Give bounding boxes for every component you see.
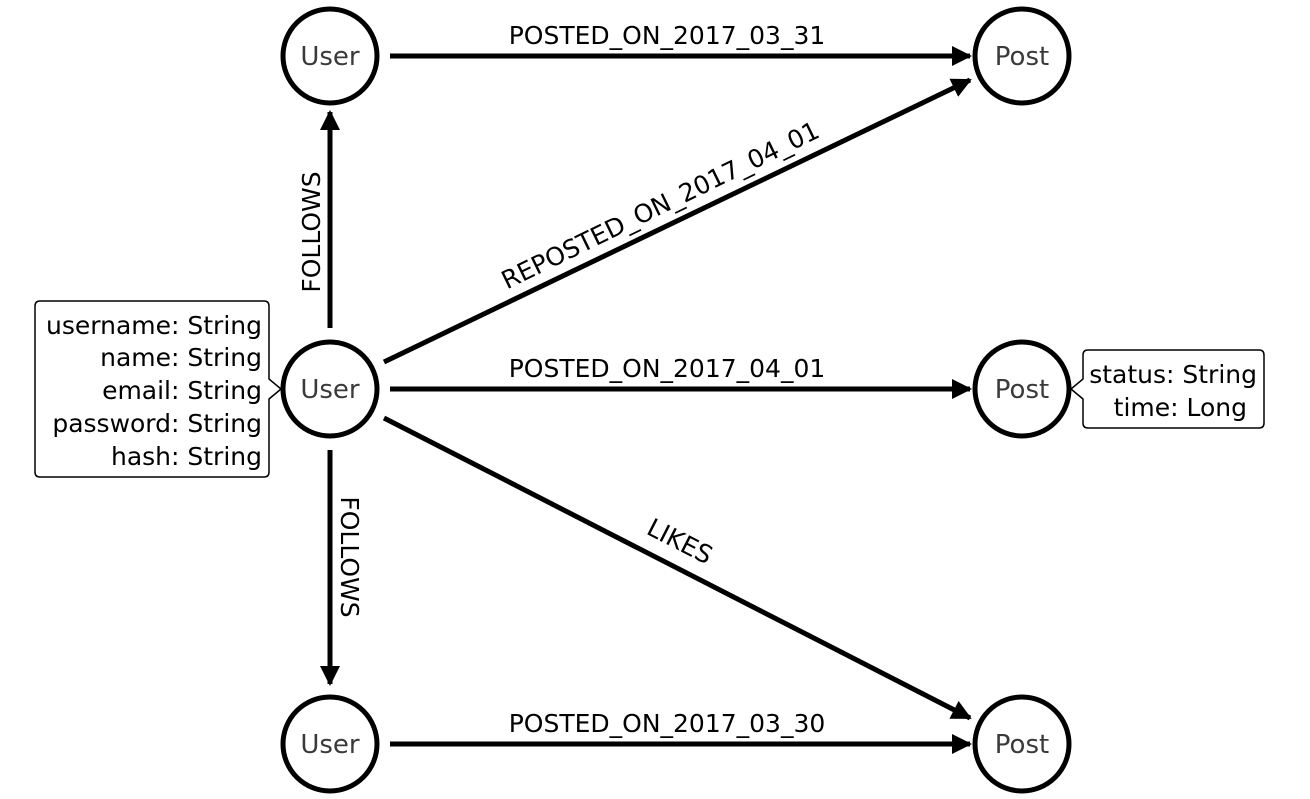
user-property-email: email: String <box>102 376 262 405</box>
post-node-top-label: Post <box>995 42 1049 72</box>
edge-label-posted-bottom: POSTED_ON_2017_03_30 <box>509 709 826 738</box>
post-properties-callout: status: String time: Long <box>1070 349 1265 429</box>
post-node-middle-label: Post <box>995 375 1049 405</box>
user-node-bottom-label: User <box>300 730 360 760</box>
post-property-time: time: Long <box>1114 393 1247 422</box>
user-property-password: password: String <box>52 409 262 438</box>
user-property-hash: hash: String <box>111 442 262 471</box>
post-node-top: Post <box>972 6 1072 106</box>
edge-label-posted-top: POSTED_ON_2017_03_31 <box>509 21 826 50</box>
user-node-top: User <box>280 6 380 106</box>
post-node-bottom: Post <box>972 694 1072 794</box>
edge-label-reposted: REPOSTED_ON_2017_04_01 <box>497 116 824 295</box>
user-node-top-label: User <box>300 42 360 72</box>
edge-reposted <box>382 77 972 365</box>
user-properties-callout: username: String name: String email: Str… <box>34 300 282 478</box>
user-node-center: User <box>280 339 380 439</box>
edge-label-follows-up: FOLLOWS <box>297 171 326 292</box>
edge-label-follows-down: FOLLOWS <box>335 496 364 617</box>
edge-likes <box>382 415 972 721</box>
edge-label-posted-middle: POSTED_ON_2017_04_01 <box>509 354 826 383</box>
user-property-username: username: String <box>46 311 262 340</box>
user-node-bottom: User <box>280 694 380 794</box>
post-property-status: status: String <box>1089 360 1257 389</box>
post-node-bottom-label: Post <box>995 730 1049 760</box>
user-node-center-label: User <box>300 375 360 405</box>
post-node-middle: Post <box>972 339 1072 439</box>
user-property-name: name: String <box>100 343 262 372</box>
edge-label-likes: LIKES <box>642 513 717 570</box>
